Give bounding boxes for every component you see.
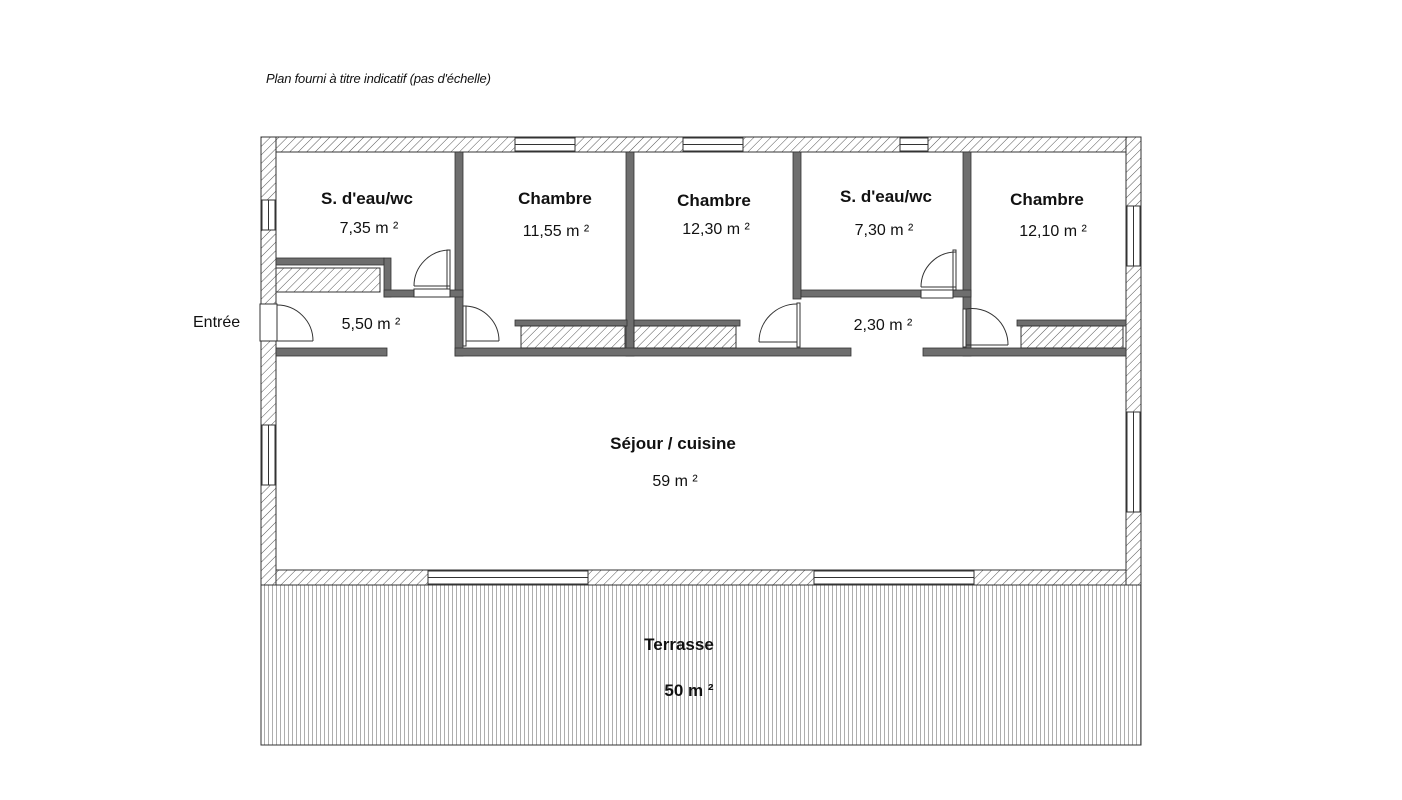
wardrobes (275, 267, 1124, 349)
plan-disclaimer-note: Plan fourni à titre indicatif (pas d'éch… (266, 71, 491, 86)
entrance-label: Entrée (193, 314, 240, 331)
room-area-living-kitchen: 59 m ² (652, 473, 698, 490)
door-bathroom-1 (413, 249, 451, 298)
room-area-terrace: 50 m ² (664, 681, 713, 700)
room-area-bedroom-1: 11,55 m ² (523, 223, 590, 240)
doors (276, 249, 1009, 348)
windows (261, 137, 1141, 585)
room-name-bedroom-3: Chambre (1010, 190, 1084, 209)
room-name-bathroom-2: S. d'eau/wc (840, 187, 932, 206)
door-bathroom-2 (920, 249, 957, 299)
door-entrance (276, 304, 314, 342)
door-bedroom-3 (962, 308, 1009, 348)
entrance-opening (259, 303, 278, 342)
door-bedroom-2 (758, 302, 801, 348)
room-area-entry-hall: 5,50 m ² (342, 316, 401, 333)
door-bedroom-1 (462, 305, 500, 347)
room-name-terrace: Terrasse (644, 635, 714, 654)
terrace-decking (260, 584, 1142, 746)
room-name-bedroom-1: Chambre (518, 189, 592, 208)
room-area-bathroom-1: 7,35 m ² (340, 220, 399, 237)
interior-walls (275, 151, 1127, 357)
room-area-bathroom-2: 7,30 m ² (855, 222, 914, 239)
room-area-corridor: 2,30 m ² (854, 317, 913, 334)
room-name-living-kitchen: Séjour / cuisine (610, 434, 736, 453)
room-name-bathroom-1: S. d'eau/wc (321, 189, 413, 208)
room-name-bedroom-2: Chambre (677, 191, 751, 210)
room-area-bedroom-3: 12,10 m ² (1019, 223, 1087, 240)
room-area-bedroom-2: 12,30 m ² (682, 221, 750, 238)
